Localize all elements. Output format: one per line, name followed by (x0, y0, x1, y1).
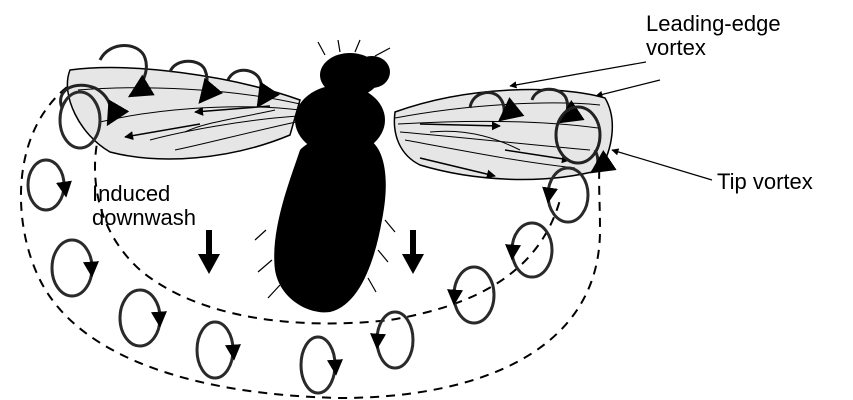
left-wing (67, 68, 300, 159)
induced-downwash-label: Induced downwash (92, 182, 196, 230)
induced-downwash-label-line2: downwash (92, 206, 196, 230)
fly-body (274, 53, 390, 312)
induced-downwash-label-line1: Induced (92, 182, 196, 206)
leading-edge-vortex-label-line2: vortex (646, 36, 781, 60)
leading-edge-vortex-label-line1: Leading-edge (646, 12, 781, 36)
tip-vortex-label: Tip vortex (717, 170, 813, 194)
leading-edge-vortex-label: Leading-edge vortex (646, 12, 781, 60)
